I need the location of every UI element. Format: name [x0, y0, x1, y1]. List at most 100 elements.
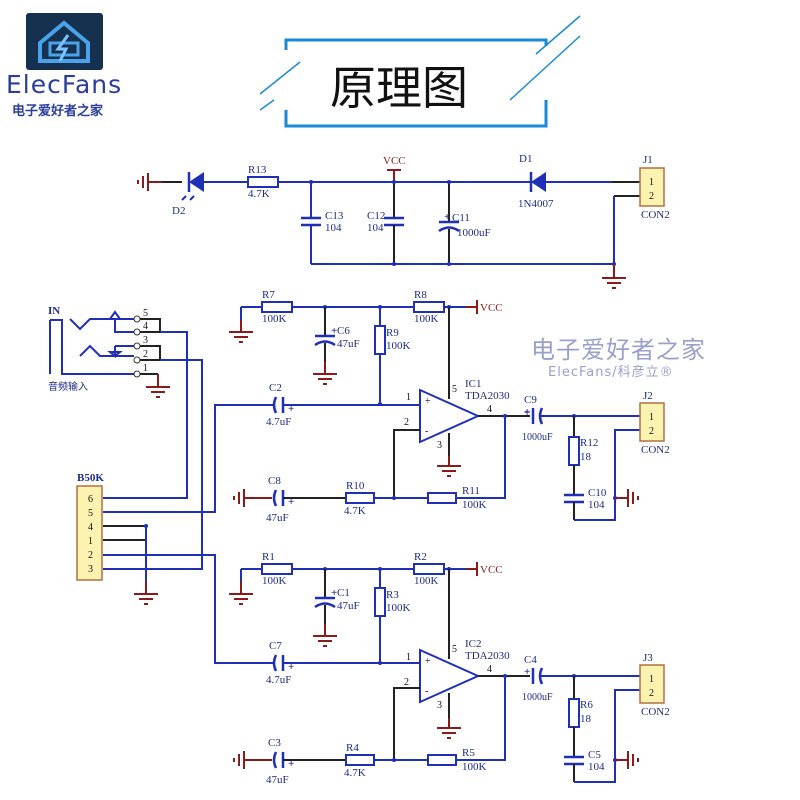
- r1-value: 100K: [262, 575, 287, 587]
- c12-value: 104: [367, 222, 384, 234]
- jack-label: IN: [48, 305, 60, 317]
- ic1-pin3: 3: [437, 440, 442, 451]
- ch1-vcc-label: VCC: [480, 302, 503, 314]
- svg-text:+: +: [288, 661, 294, 673]
- pot-label: B50K: [77, 472, 104, 484]
- c6-value: 47uF: [337, 338, 360, 350]
- r6-label: R6: [580, 699, 593, 711]
- ic2-pin5: 5: [452, 644, 457, 655]
- ic2-pin4: 4: [487, 664, 492, 675]
- pot-pin5: 5: [88, 508, 93, 519]
- channel1-amplifier: R7 100K R8 100K VCC + C6 47uF R9 100K + …: [228, 289, 670, 524]
- c3-value: 47uF: [266, 774, 289, 786]
- jack-caption: 音频输入: [48, 380, 88, 393]
- r9-value: 100K: [386, 340, 411, 352]
- j2-type: CON2: [641, 444, 670, 456]
- r10-label: R10: [346, 480, 365, 492]
- r6-value: 18: [580, 713, 592, 725]
- svg-text:-: -: [425, 686, 428, 697]
- ch2-vcc-label: VCC: [480, 564, 503, 576]
- c4-value: 1000uF: [522, 692, 553, 703]
- resistor-r13: [247, 176, 279, 188]
- c4-label: C4: [524, 654, 537, 666]
- ic2-label: IC2: [465, 638, 482, 650]
- j1-label: J1: [643, 154, 653, 166]
- svg-text:+: +: [524, 407, 530, 419]
- j1-pin2: 2: [649, 191, 654, 202]
- r13-value: 4.7K: [248, 188, 270, 200]
- c11-value: 1000uF: [457, 227, 491, 239]
- d2-label: D2: [172, 205, 185, 217]
- r4-value: 4.7K: [344, 767, 366, 779]
- house-lightning-icon: [38, 20, 90, 63]
- j3-label: J3: [643, 652, 653, 664]
- connector-j3: [639, 664, 665, 704]
- pot-pin6: 6: [88, 494, 93, 505]
- r7-label: R7: [262, 289, 275, 301]
- c7-value: 4.7uF: [266, 674, 291, 686]
- r3-label: R3: [386, 589, 399, 601]
- r10-value: 4.7K: [344, 505, 366, 517]
- c10-label: C10: [588, 487, 607, 499]
- ic1-pin4: 4: [487, 404, 492, 415]
- ic1-pin2: 2: [404, 417, 409, 428]
- c5-value: 104: [588, 761, 605, 773]
- brand-name: ElecFans: [6, 70, 123, 99]
- c5-label: C5: [588, 749, 601, 761]
- ic1-type: TDA2030: [465, 390, 510, 402]
- j3-type: CON2: [641, 706, 670, 718]
- jack-pin2: 2: [143, 349, 148, 360]
- watermark-line2: ElecFans/科彦立®: [548, 365, 674, 380]
- r1-label: R1: [262, 551, 275, 563]
- r2-label: R2: [414, 551, 427, 563]
- j2-pin1: 1: [649, 412, 654, 423]
- r7-value: 100K: [262, 313, 287, 325]
- jack-pin1: 1: [143, 363, 148, 374]
- c8-label: C8: [268, 475, 281, 487]
- ic2-type: TDA2030: [465, 650, 510, 662]
- c7-label: C7: [269, 640, 282, 652]
- c8-value: 47uF: [266, 512, 289, 524]
- svg-text:+: +: [425, 396, 431, 407]
- c13-value: 104: [325, 222, 342, 234]
- ic1-pin5: 5: [452, 384, 457, 395]
- svg-text:+: +: [425, 656, 431, 667]
- c10-value: 104: [588, 499, 605, 511]
- r11-label: R11: [462, 485, 480, 497]
- brand-subtitle: 电子爱好者之家: [12, 104, 104, 119]
- svg-text:+: +: [331, 325, 337, 337]
- r12-label: R12: [580, 437, 598, 449]
- svg-text:+: +: [288, 758, 294, 770]
- svg-text:+: +: [331, 587, 337, 599]
- connector-j2: [639, 402, 665, 442]
- ic1-pin1: 1: [406, 392, 411, 403]
- pot-pin1: 1: [88, 536, 93, 547]
- c13-label: C13: [325, 210, 344, 222]
- r3-value: 100K: [386, 602, 411, 614]
- c2-label: C2: [269, 382, 282, 394]
- r13-label: R13: [248, 164, 267, 176]
- j1-type: CON2: [641, 209, 670, 221]
- r8-value: 100K: [414, 313, 439, 325]
- channel2-amplifier: R1 100K R2 100K VCC + C1 47uF R3 100K + …: [228, 551, 670, 786]
- r5-label: R5: [462, 747, 475, 759]
- r4-label: R4: [346, 742, 359, 754]
- j2-label: J2: [643, 390, 653, 402]
- ic2-pin1: 1: [406, 652, 411, 663]
- jack-pin5: 5: [143, 308, 148, 319]
- j1-pin1: 1: [649, 177, 654, 188]
- pot-pin3: 3: [88, 564, 93, 575]
- ic2-pin2: 2: [404, 677, 409, 688]
- j2-pin2: 2: [649, 426, 654, 437]
- d1-label: D1: [519, 153, 532, 165]
- power-section: D2 R13 4.7K VCC C13 104 C12 104 C11 10: [137, 153, 670, 289]
- c11-label: C11: [452, 212, 470, 224]
- ic2-pin3: 3: [437, 700, 442, 711]
- connector-j1: 1 2: [639, 167, 665, 207]
- input-jack: IN 5 4 3 2 1 音频输入: [48, 305, 203, 556]
- potentiometer-b50k: B50K 6 5 4 1 2 3: [76, 404, 265, 664]
- ground-symbol: [137, 172, 162, 192]
- c3-label: C3: [268, 737, 281, 749]
- c1-label: C1: [337, 587, 350, 599]
